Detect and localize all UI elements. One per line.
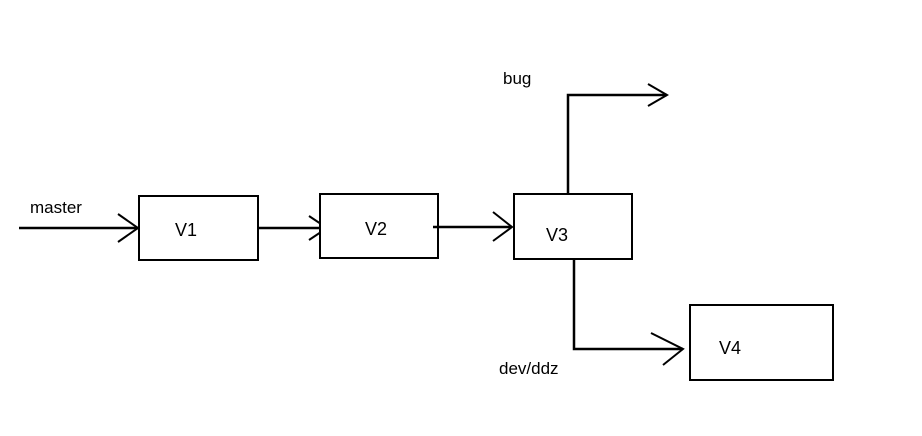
node-v3-label: V3 xyxy=(546,225,568,245)
node-v2-label: V2 xyxy=(365,219,387,239)
node-v1: V1 xyxy=(138,195,259,261)
branch-label-master: master xyxy=(30,198,82,217)
node-v4: V4 xyxy=(689,304,834,381)
edge-v3-to-v4 xyxy=(572,259,685,366)
edge-v1-to-v2 xyxy=(258,215,329,241)
edge-master-to-v1 xyxy=(19,213,140,243)
branch-label-bug: bug xyxy=(503,69,531,88)
node-v1-label: V1 xyxy=(175,220,197,240)
branch-label-dev: dev/ddz xyxy=(499,359,559,378)
node-v2: V2 xyxy=(319,193,439,259)
node-v3: V3 xyxy=(513,193,633,260)
edge-v2-to-v3 xyxy=(433,211,514,242)
edge-v3-to-bug xyxy=(566,83,669,194)
node-v4-label: V4 xyxy=(719,338,741,358)
